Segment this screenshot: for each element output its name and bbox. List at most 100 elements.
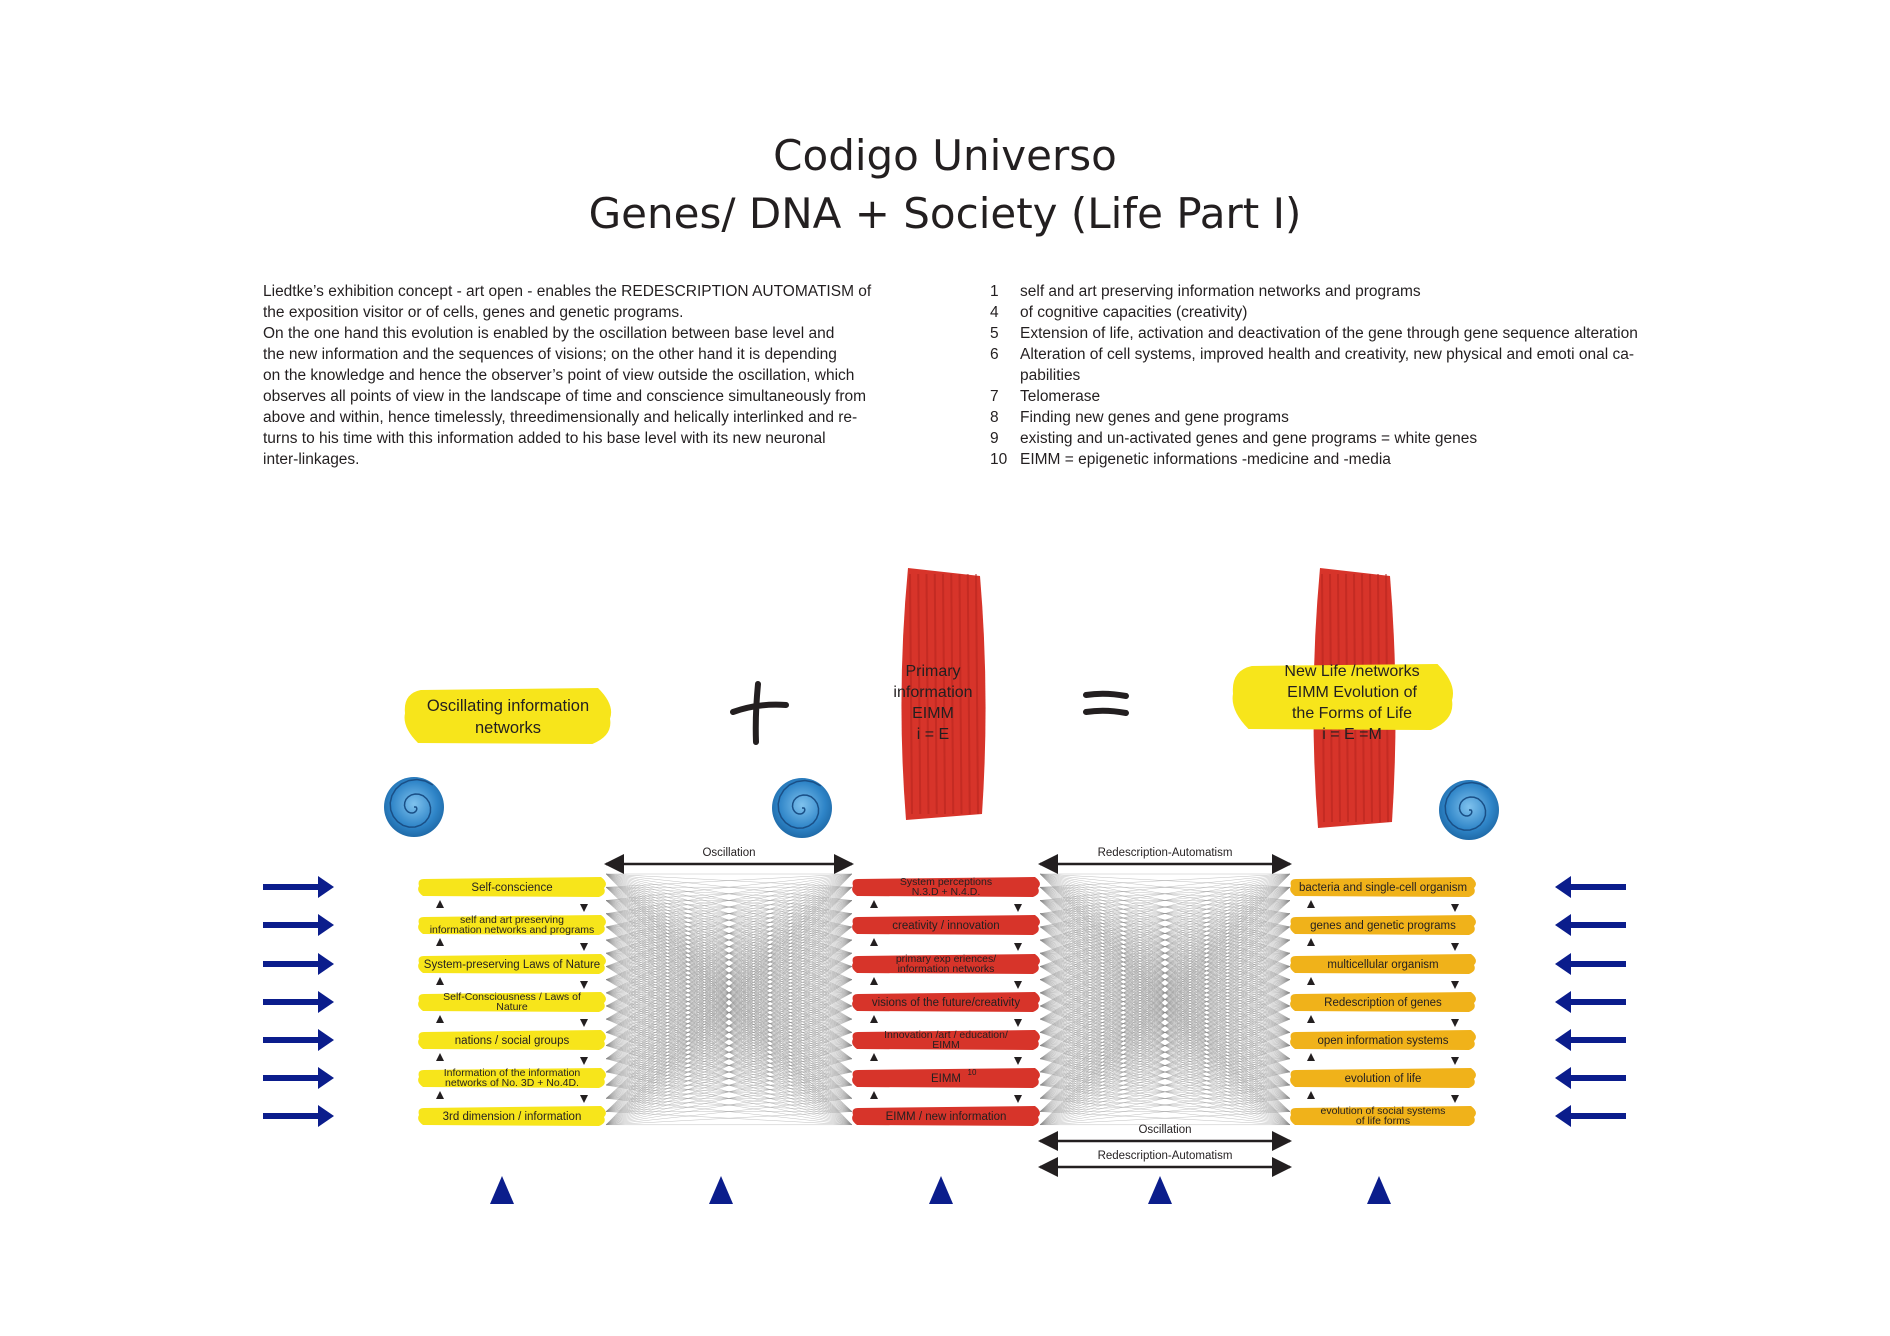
- intro-line: On the one hand this evolution is enable…: [263, 325, 835, 342]
- network-line: [605, 873, 853, 1046]
- up-triangle: [1307, 1015, 1315, 1023]
- up-triangle: [870, 1091, 878, 1099]
- down-triangle: [1014, 981, 1022, 989]
- network-line: [1039, 1084, 1291, 1126]
- network-line: [605, 873, 853, 1073]
- network-line: [1039, 873, 1291, 1020]
- middle-equation-label: EIMM: [912, 705, 954, 722]
- right-column-box: [1290, 915, 1476, 935]
- left-column-box: [418, 954, 606, 974]
- middle-column-label: information networks: [898, 963, 995, 975]
- right-equation-label: EIMM Evolution of: [1287, 684, 1417, 701]
- arrow-label: Oscillation: [702, 847, 755, 859]
- left-column-label: networks of No. 3D + No.4D.: [445, 1077, 579, 1089]
- down-triangle: [580, 904, 588, 912]
- middle-column-box: [852, 992, 1040, 1012]
- right-column-label: evolution of social systems: [1321, 1105, 1446, 1117]
- left-equation-blob: [404, 688, 612, 744]
- middle-column-box: [852, 1030, 1040, 1050]
- network-line: [605, 1045, 853, 1126]
- left-arrow-icon: [1555, 876, 1626, 898]
- middle-column-label: EIMM: [931, 1073, 961, 1085]
- network-line: [1039, 1005, 1291, 1126]
- network-line: [605, 873, 853, 928]
- up-triangle: [1307, 900, 1315, 908]
- network-line: [605, 873, 853, 1033]
- left-arrow-icon: [1555, 1105, 1626, 1127]
- middle-column-box: [852, 877, 1040, 897]
- network-line: [605, 873, 853, 1086]
- right-column-label: evolution of life: [1345, 1073, 1422, 1085]
- up-triangle: [1307, 1091, 1315, 1099]
- network-line: [605, 873, 853, 1099]
- network-line: [605, 873, 853, 1007]
- network-line: [1039, 873, 1291, 994]
- left-column-label: Self-Consciousness / Laws of: [443, 991, 581, 1003]
- right-arrow-icon: [263, 876, 334, 898]
- bottom-triangles: [490, 1176, 1391, 1204]
- middle-column-label: N.3.D + N.4.D.: [912, 886, 981, 898]
- middle-column-box: [852, 915, 1040, 935]
- network-line: [605, 873, 853, 1059]
- network-line: [1039, 873, 1291, 1033]
- network-line: [605, 873, 853, 980]
- down-triangle: [1451, 904, 1459, 912]
- footnote-number: 5: [990, 325, 999, 342]
- network-line: [605, 1098, 853, 1126]
- network-line: [605, 939, 853, 1125]
- network-line: [1039, 900, 1291, 1125]
- middle-equation-label: i = E: [917, 726, 949, 743]
- arrow-label: Oscillation: [1138, 1124, 1191, 1136]
- footnote-number: 10: [990, 451, 1008, 468]
- up-triangle: [870, 1015, 878, 1023]
- left-equation-label: Oscillating information: [427, 697, 589, 715]
- network-line: [1039, 873, 1291, 941]
- up-triangle: [1307, 977, 1315, 985]
- right-column-label: Redescription of genes: [1324, 997, 1442, 1009]
- intro-line: on the knowledge and hence the observer’…: [263, 367, 855, 384]
- right-equation-label: the Forms of Life: [1292, 705, 1412, 722]
- left-column-label: information networks and programs: [430, 924, 595, 936]
- right-column-box: [1290, 954, 1476, 974]
- footnote-text: Finding new genes and gene programs: [1020, 409, 1289, 426]
- left-column-box: [418, 1068, 606, 1088]
- down-triangle: [580, 1019, 588, 1027]
- left-column-box: [418, 1106, 606, 1126]
- network-line: [605, 1058, 853, 1126]
- network-lines: [605, 873, 1291, 1126]
- equation-blobs: [404, 664, 1454, 745]
- brush-texture: [925, 573, 930, 815]
- network-line: [605, 952, 853, 1126]
- footnote-text: existing and un-activated genes and gene…: [1020, 430, 1478, 447]
- network-line: [1039, 873, 1291, 1007]
- network-line: [605, 979, 853, 1126]
- left-arrow-icon: [1555, 991, 1626, 1013]
- footnote-item: 8 Finding new genes and gene programs: [990, 407, 1640, 428]
- footnote-text: Telomerase: [1020, 388, 1101, 405]
- left-equation-label: networks: [475, 719, 541, 737]
- down-triangle: [580, 981, 588, 989]
- footnote-number: 4: [990, 304, 999, 321]
- network-line: [605, 873, 853, 888]
- middle-column-label: visions of the future/creativity: [872, 997, 1021, 1009]
- brush-texture: [917, 573, 922, 815]
- footnote-text: of cognitive capacities (creativity): [1020, 304, 1248, 321]
- right-column-label: of life forms: [1356, 1115, 1410, 1127]
- network-line: [1039, 873, 1291, 901]
- network-line: [1039, 1032, 1291, 1126]
- intro-line: the new information and the sequences of…: [263, 346, 837, 363]
- side-arrows: [263, 876, 1626, 1127]
- footnote-number: 9: [990, 430, 999, 447]
- network-line: [1039, 939, 1291, 1126]
- left-column-box: [418, 915, 606, 935]
- down-triangle: [1014, 1019, 1022, 1027]
- down-triangle: [580, 1057, 588, 1065]
- up-arrow-icon: [929, 1176, 953, 1204]
- middle-column-label: System perceptions: [900, 876, 992, 888]
- right-column-label: genes and genetic programs: [1310, 920, 1456, 932]
- footnote-number: 8: [990, 409, 999, 426]
